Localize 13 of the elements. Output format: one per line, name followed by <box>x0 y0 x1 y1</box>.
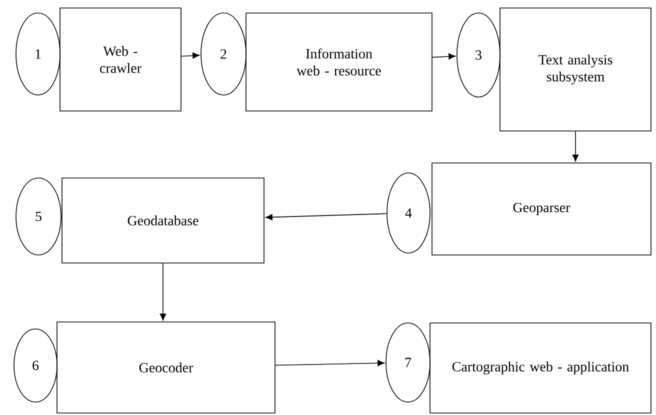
arrow <box>160 263 166 321</box>
process-box: Web - crawler <box>60 8 182 112</box>
process-box: Geoparser <box>432 162 652 256</box>
arrow <box>181 52 200 59</box>
process-box: Text analysis subsystem <box>500 8 652 132</box>
arrow <box>265 213 387 220</box>
arrow <box>275 360 385 366</box>
process-box: Cartographic web - application <box>430 322 652 414</box>
arrow <box>572 130 579 162</box>
process-box: Geodatabase <box>62 178 264 264</box>
process-box: Geocoder <box>56 322 276 414</box>
process-box: Information web - resource <box>246 12 432 112</box>
arrow <box>432 53 456 60</box>
